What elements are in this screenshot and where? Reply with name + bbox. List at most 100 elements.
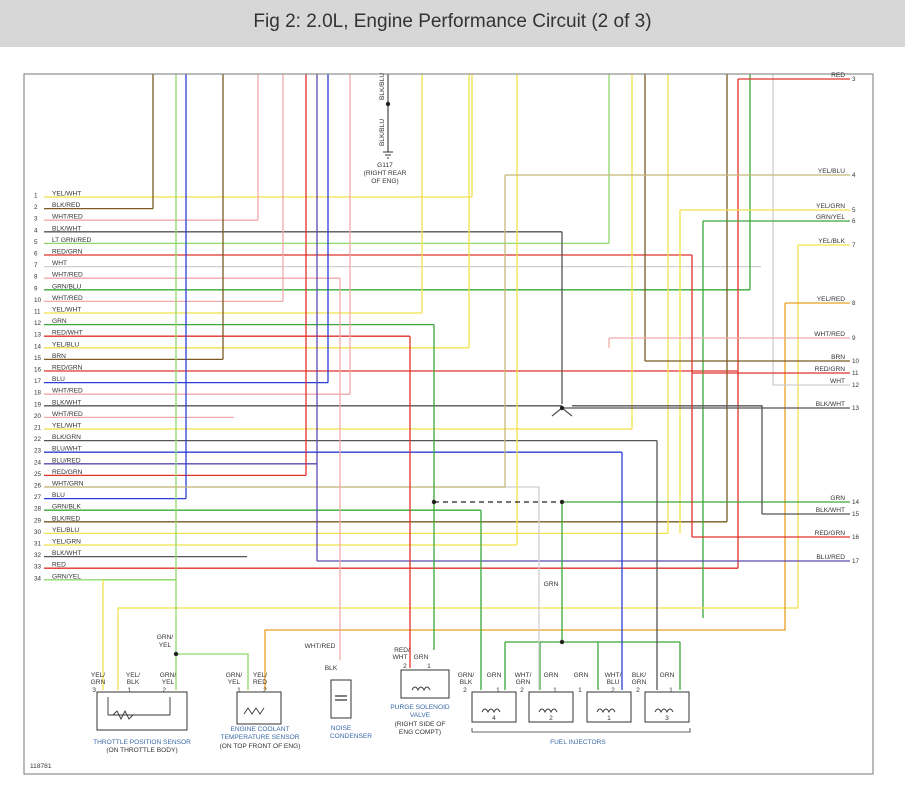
left-pin-number: 29 — [34, 517, 42, 524]
left-pin-number: 19 — [34, 401, 42, 408]
right-pin-number: 7 — [852, 242, 856, 249]
left-pin-number: 26 — [34, 483, 42, 490]
wire-right-5 — [679, 209, 850, 534]
ects-pin-number: 2 — [263, 687, 267, 694]
right-pin-wire-label: RED — [831, 72, 845, 79]
right-pin-wire-label: YEL/GRN — [816, 203, 845, 210]
left-pin-wire-label: WHT/RED — [52, 411, 83, 418]
left-pin-number: 21 — [34, 425, 42, 432]
fuel-injector-2 — [528, 691, 574, 723]
tps-pin-number: 3 — [92, 687, 96, 694]
ects-wire-label: YEL/ — [253, 672, 267, 679]
right-pin-number: 10 — [852, 358, 860, 365]
left-pin-wire-label: YEL/WHT — [52, 423, 81, 430]
left-pin-wire-label: WHT/RED — [52, 388, 83, 395]
left-pin-number: 28 — [34, 506, 42, 513]
injector-id: 3 — [665, 715, 669, 722]
tps-pin-number: 2 — [162, 687, 166, 694]
grn-wire-label: GRN — [544, 581, 559, 588]
tps-wire-label: GRN — [91, 679, 106, 686]
wire-right-16 — [691, 255, 850, 538]
left-pin-wire-label: BLK/WHT — [52, 225, 81, 232]
purge-location: ENG COMPT) — [399, 729, 441, 736]
left-pin-wire-label: YEL/GRN — [52, 539, 81, 546]
injector-wire-label: BLU — [607, 679, 620, 686]
injector-id: 2 — [549, 715, 553, 722]
right-pin-number: 16 — [852, 534, 860, 541]
left-pin-number: 27 — [34, 494, 42, 501]
left-pin-number: 25 — [34, 471, 42, 478]
left-pin-wire-label: BLU — [52, 376, 65, 383]
left-pin-wire-label: BLU/WHT — [52, 446, 82, 453]
injector-id: 4 — [492, 715, 496, 722]
left-pin-wire-label: BRN — [52, 353, 66, 360]
left-pin-number: 31 — [34, 541, 42, 548]
left-pin-wire-label: BLK/RED — [52, 202, 80, 209]
left-pin-wire-label: RED/GRN — [52, 469, 83, 476]
left-pin-wire-label: WHT/GRN — [52, 481, 84, 488]
purge-location: (RIGHT SIDE OF — [395, 721, 446, 728]
left-pin-number: 32 — [34, 552, 42, 559]
left-pin-number: 34 — [34, 575, 42, 582]
ects-symbol — [243, 707, 265, 715]
fuel-injector-3 — [586, 691, 632, 723]
wire-right-3 — [737, 78, 850, 569]
engine-coolant-temperature-sensor — [236, 691, 282, 725]
ects-name: ENGINE COOLANT — [231, 726, 290, 733]
fuel-injector-4 — [644, 691, 690, 723]
left-pin-wire-label: GRN/BLK — [52, 504, 82, 511]
condenser-wire-label: WHT/RED — [305, 643, 336, 650]
injector-wire-label: GRN — [487, 672, 502, 679]
solenoid-symbol — [411, 686, 431, 692]
page-title: Fig 2: 2.0L, Engine Performance Circuit … — [253, 11, 652, 32]
left-pin-wire-label: RED — [52, 562, 66, 569]
fuel-injector-1 — [471, 691, 517, 723]
injector-wire-label: GRN — [544, 672, 559, 679]
left-pin-number: 13 — [34, 332, 42, 339]
left-pin-wire-label: GRN — [52, 318, 67, 325]
injector-pin-number: 1 — [553, 687, 557, 694]
injector-wire-label: WHT/ — [605, 672, 622, 679]
wire-right-8 — [264, 302, 850, 690]
left-pin-number: 9 — [34, 285, 38, 292]
left-pin-number: 30 — [34, 529, 42, 536]
wire-right-6 — [702, 220, 850, 618]
wire-right-4 — [504, 174, 850, 487]
injector-pin-number: 2 — [463, 687, 467, 694]
purge-pin-number: 1 — [427, 663, 431, 670]
component-group — [23, 73, 874, 775]
left-pin-number: 6 — [34, 251, 38, 258]
right-pin-number: 17 — [852, 558, 860, 565]
left-pin-wire-label: RED/WHT — [52, 330, 83, 337]
left-pin-number: 20 — [34, 413, 42, 420]
right-pin-number: 12 — [852, 382, 860, 389]
left-pin-wire-label: BLU/RED — [52, 457, 81, 464]
injector-wire-label: WHT/ — [515, 672, 532, 679]
left-pin-number: 16 — [34, 367, 42, 374]
right-pin-number: 8 — [852, 300, 856, 307]
left-pin-wire-label: BLK/WHT — [52, 399, 81, 406]
left-pin-wire-label: WHT/RED — [52, 272, 83, 279]
splice-dot — [559, 639, 565, 645]
tps-pin-number: 1 — [127, 687, 131, 694]
left-pin-wire-label: YEL/WHT — [52, 307, 81, 314]
injector-coil-symbol — [654, 708, 674, 714]
left-pin-wire-label: BLU — [52, 492, 65, 499]
injector-id: 1 — [607, 715, 611, 722]
injector-wire-label: BLK/ — [632, 672, 646, 679]
left-pin-wire-label: RED/GRN — [52, 365, 83, 372]
left-pin-number: 7 — [34, 262, 38, 269]
noise-condenser — [330, 679, 352, 719]
right-pin-wire-label: GRN/YEL — [816, 214, 845, 221]
tps-name: THROTTLE POSITION SENSOR — [93, 739, 191, 746]
left-pin-wire-label: LT GRN/RED — [52, 237, 92, 244]
splice-dot — [385, 101, 391, 107]
purge-pin-number: 2 — [403, 663, 407, 670]
left-pin-number: 15 — [34, 355, 42, 362]
tps-splice-label: YEL — [159, 642, 172, 649]
splice-dot — [173, 651, 179, 657]
left-pin-wire-label: BLK/GRN — [52, 434, 81, 441]
left-pin-wire-label: RED/GRN — [52, 249, 83, 256]
